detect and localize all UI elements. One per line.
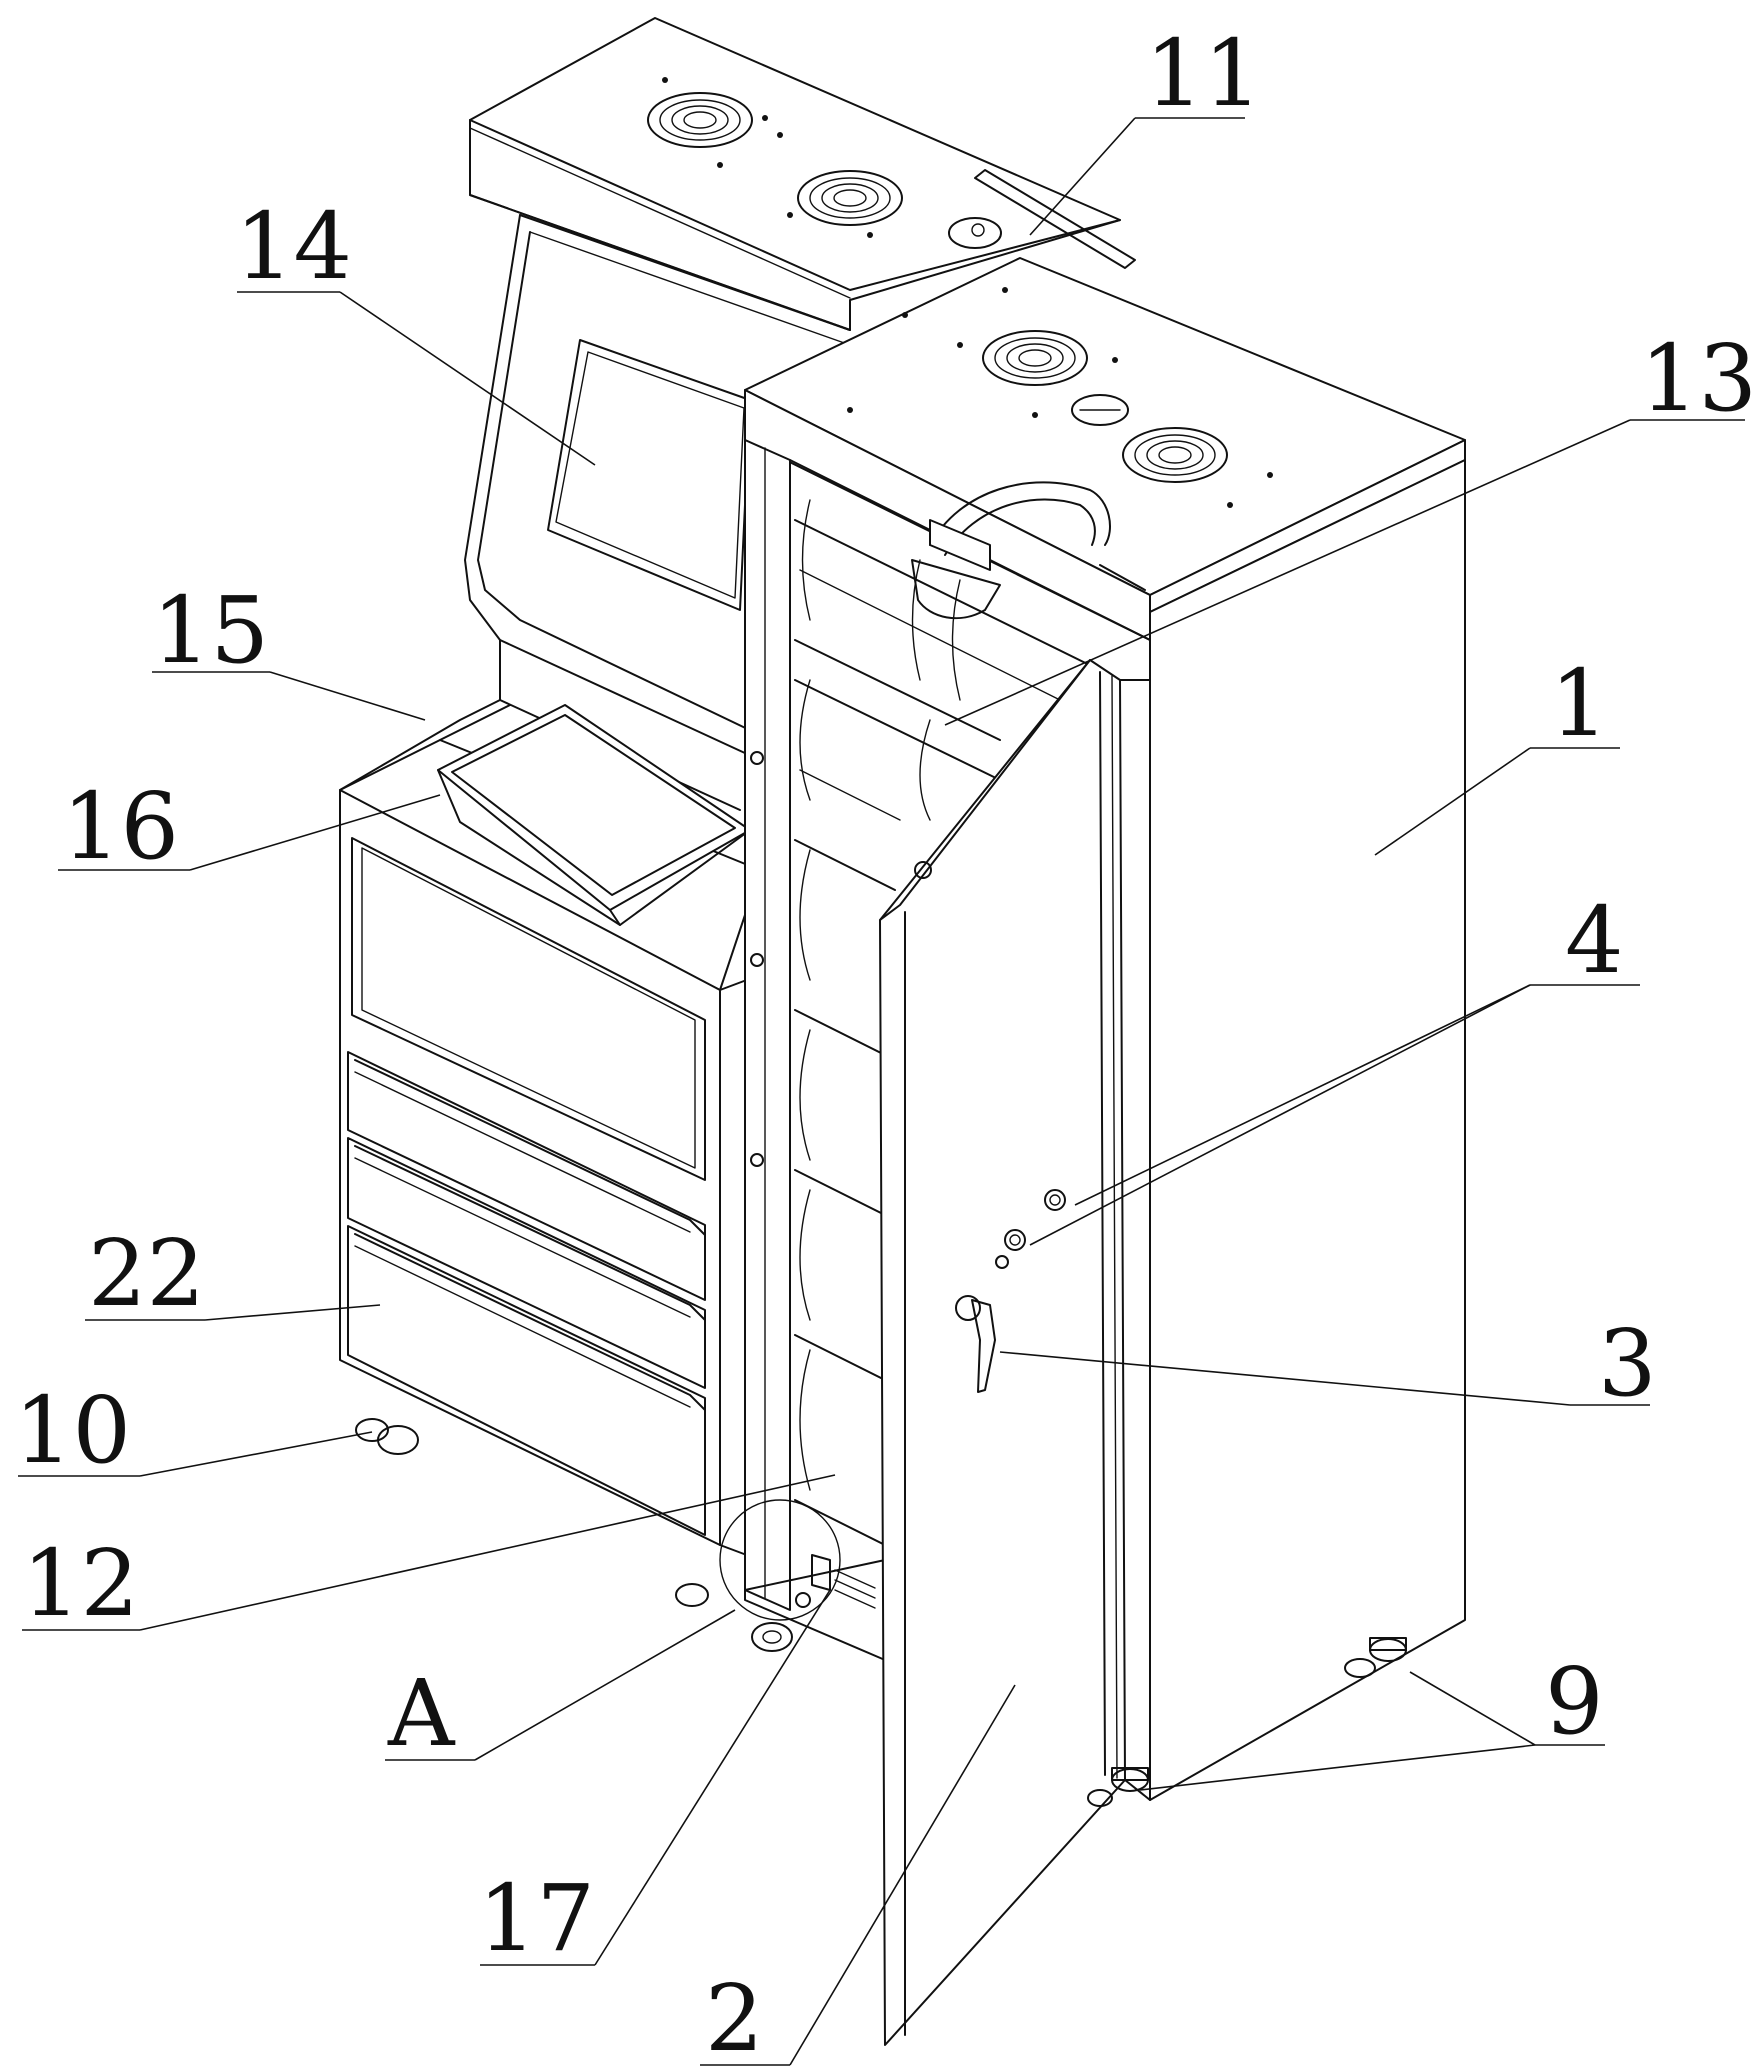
callout-9: 9	[1545, 1648, 1604, 1755]
leader-lines	[18, 117, 1745, 2066]
round-button-front	[1071, 394, 1129, 426]
callout-12: 12	[22, 1530, 139, 1637]
main-cabinet-top	[744, 257, 1466, 641]
callout-14: 14	[235, 193, 352, 300]
callout-16: 16	[62, 773, 179, 880]
callout-4: 4	[1565, 887, 1624, 994]
cabinet-frame	[744, 439, 1151, 1801]
callout-10: 10	[14, 1377, 131, 1484]
round-button-rear	[948, 217, 1002, 249]
monitor-housing	[464, 214, 851, 811]
hinge-plate	[974, 169, 1136, 269]
indicator-lights	[995, 1189, 1066, 1269]
callout-A: A	[387, 1660, 456, 1767]
vent-grille-front-2	[1122, 427, 1228, 483]
leveling-feet	[1087, 1637, 1407, 1807]
callout-22: 22	[88, 1220, 205, 1327]
camera-arm	[911, 481, 1146, 620]
callout-13: 13	[1640, 325, 1757, 432]
caster-wheels-left	[355, 1418, 793, 1652]
lower-left-cabinet	[339, 699, 761, 1561]
lock-module	[795, 1554, 876, 1609]
callout-2: 2	[705, 1965, 764, 2071]
callout-3: 3	[1598, 1310, 1657, 1417]
door-handle	[955, 1295, 996, 1393]
callout-15: 15	[152, 577, 269, 684]
detail-circle-a	[719, 1499, 841, 1621]
interior-shelves	[794, 499, 1121, 1551]
main-cabinet-side	[1149, 459, 1466, 1801]
vent-grille-rear-2	[797, 170, 903, 226]
screw-dots-rear	[662, 77, 873, 238]
callout-17: 17	[478, 1865, 595, 1972]
vent-grille-front-1	[982, 330, 1088, 386]
open-door	[879, 659, 1151, 2046]
callout-labels: 11 14 13 15 1 16 4 22 3 10 12 A 9 17 2	[14, 20, 1757, 2071]
vent-grille-rear-1	[647, 92, 753, 148]
screw-dots-front	[847, 287, 1273, 508]
callout-11: 11	[1145, 20, 1262, 127]
callout-1: 1	[1550, 650, 1609, 757]
